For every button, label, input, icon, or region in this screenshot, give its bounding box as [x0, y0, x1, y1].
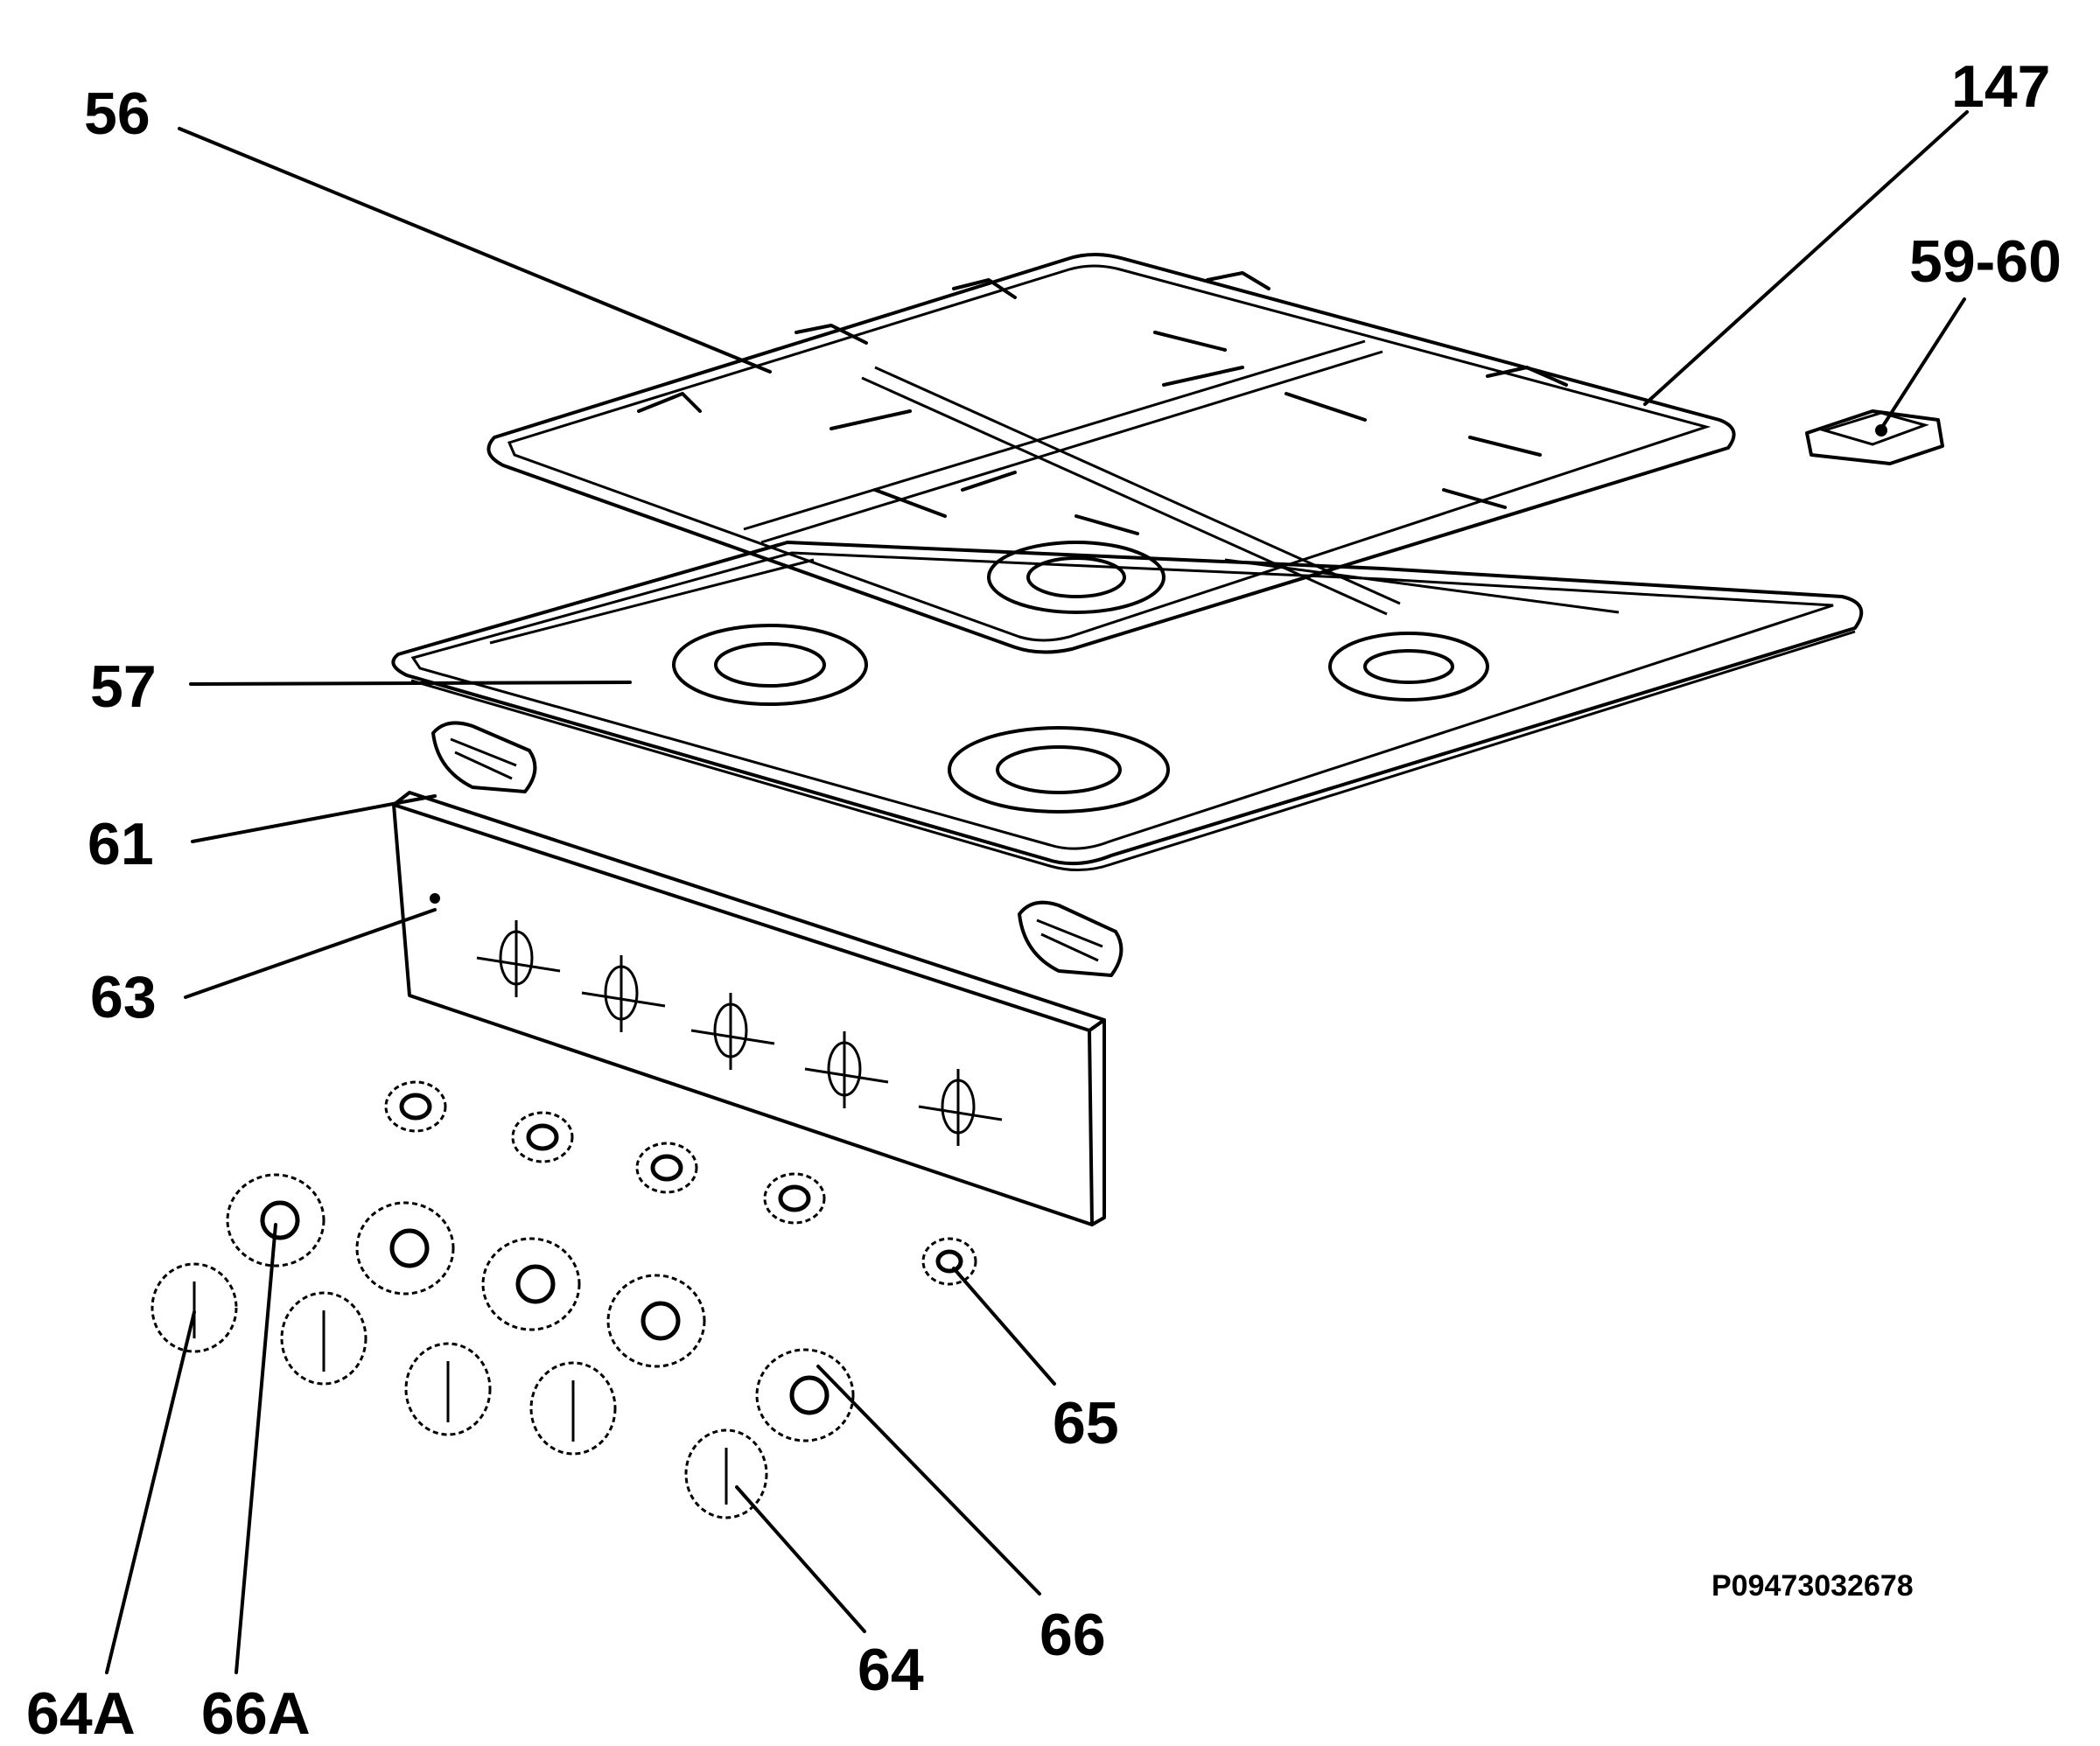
hinge-clip-right — [1018, 900, 1124, 977]
label-147: 147 — [1951, 53, 2050, 120]
label-57: 57 — [90, 653, 157, 720]
label-56: 56 — [84, 80, 150, 147]
leader-61 — [191, 794, 437, 843]
label-64: 64 — [858, 1637, 924, 1703]
label-63: 63 — [90, 964, 157, 1030]
label-65: 65 — [1053, 1390, 1119, 1456]
control-knobs — [150, 1262, 768, 1519]
component-59-60 — [1805, 409, 1944, 465]
leader-64 — [735, 1485, 866, 1633]
callout-labels: 56 147 59-60 57 61 63 65 66 64 64A 66A P… — [26, 53, 2062, 1746]
pan-support-grid — [486, 253, 1736, 654]
leader-66a — [234, 1223, 277, 1674]
control-panel — [392, 791, 1106, 1226]
leader-66 — [816, 1365, 1041, 1596]
reference-code: P09473032678 — [1712, 1569, 1914, 1603]
leader-56 — [178, 127, 772, 374]
hob-top-plate — [391, 541, 1864, 872]
label-66: 66 — [1040, 1602, 1106, 1668]
label-64a: 64A — [26, 1680, 136, 1746]
leader-64a — [105, 1310, 196, 1674]
leader-63 — [184, 908, 437, 999]
leader-59-60 — [1880, 297, 1966, 430]
knob-springs — [384, 1080, 977, 1286]
knob-bases — [226, 1173, 855, 1442]
hinge-clip-left — [431, 721, 537, 793]
leader-57 — [189, 681, 632, 686]
leader-lines — [105, 110, 1969, 1674]
leader-147 — [1643, 110, 1969, 406]
label-59-60: 59-60 — [1909, 228, 2062, 295]
label-66a: 66A — [201, 1680, 311, 1746]
leader-65 — [952, 1267, 1056, 1386]
label-61: 61 — [88, 811, 154, 877]
